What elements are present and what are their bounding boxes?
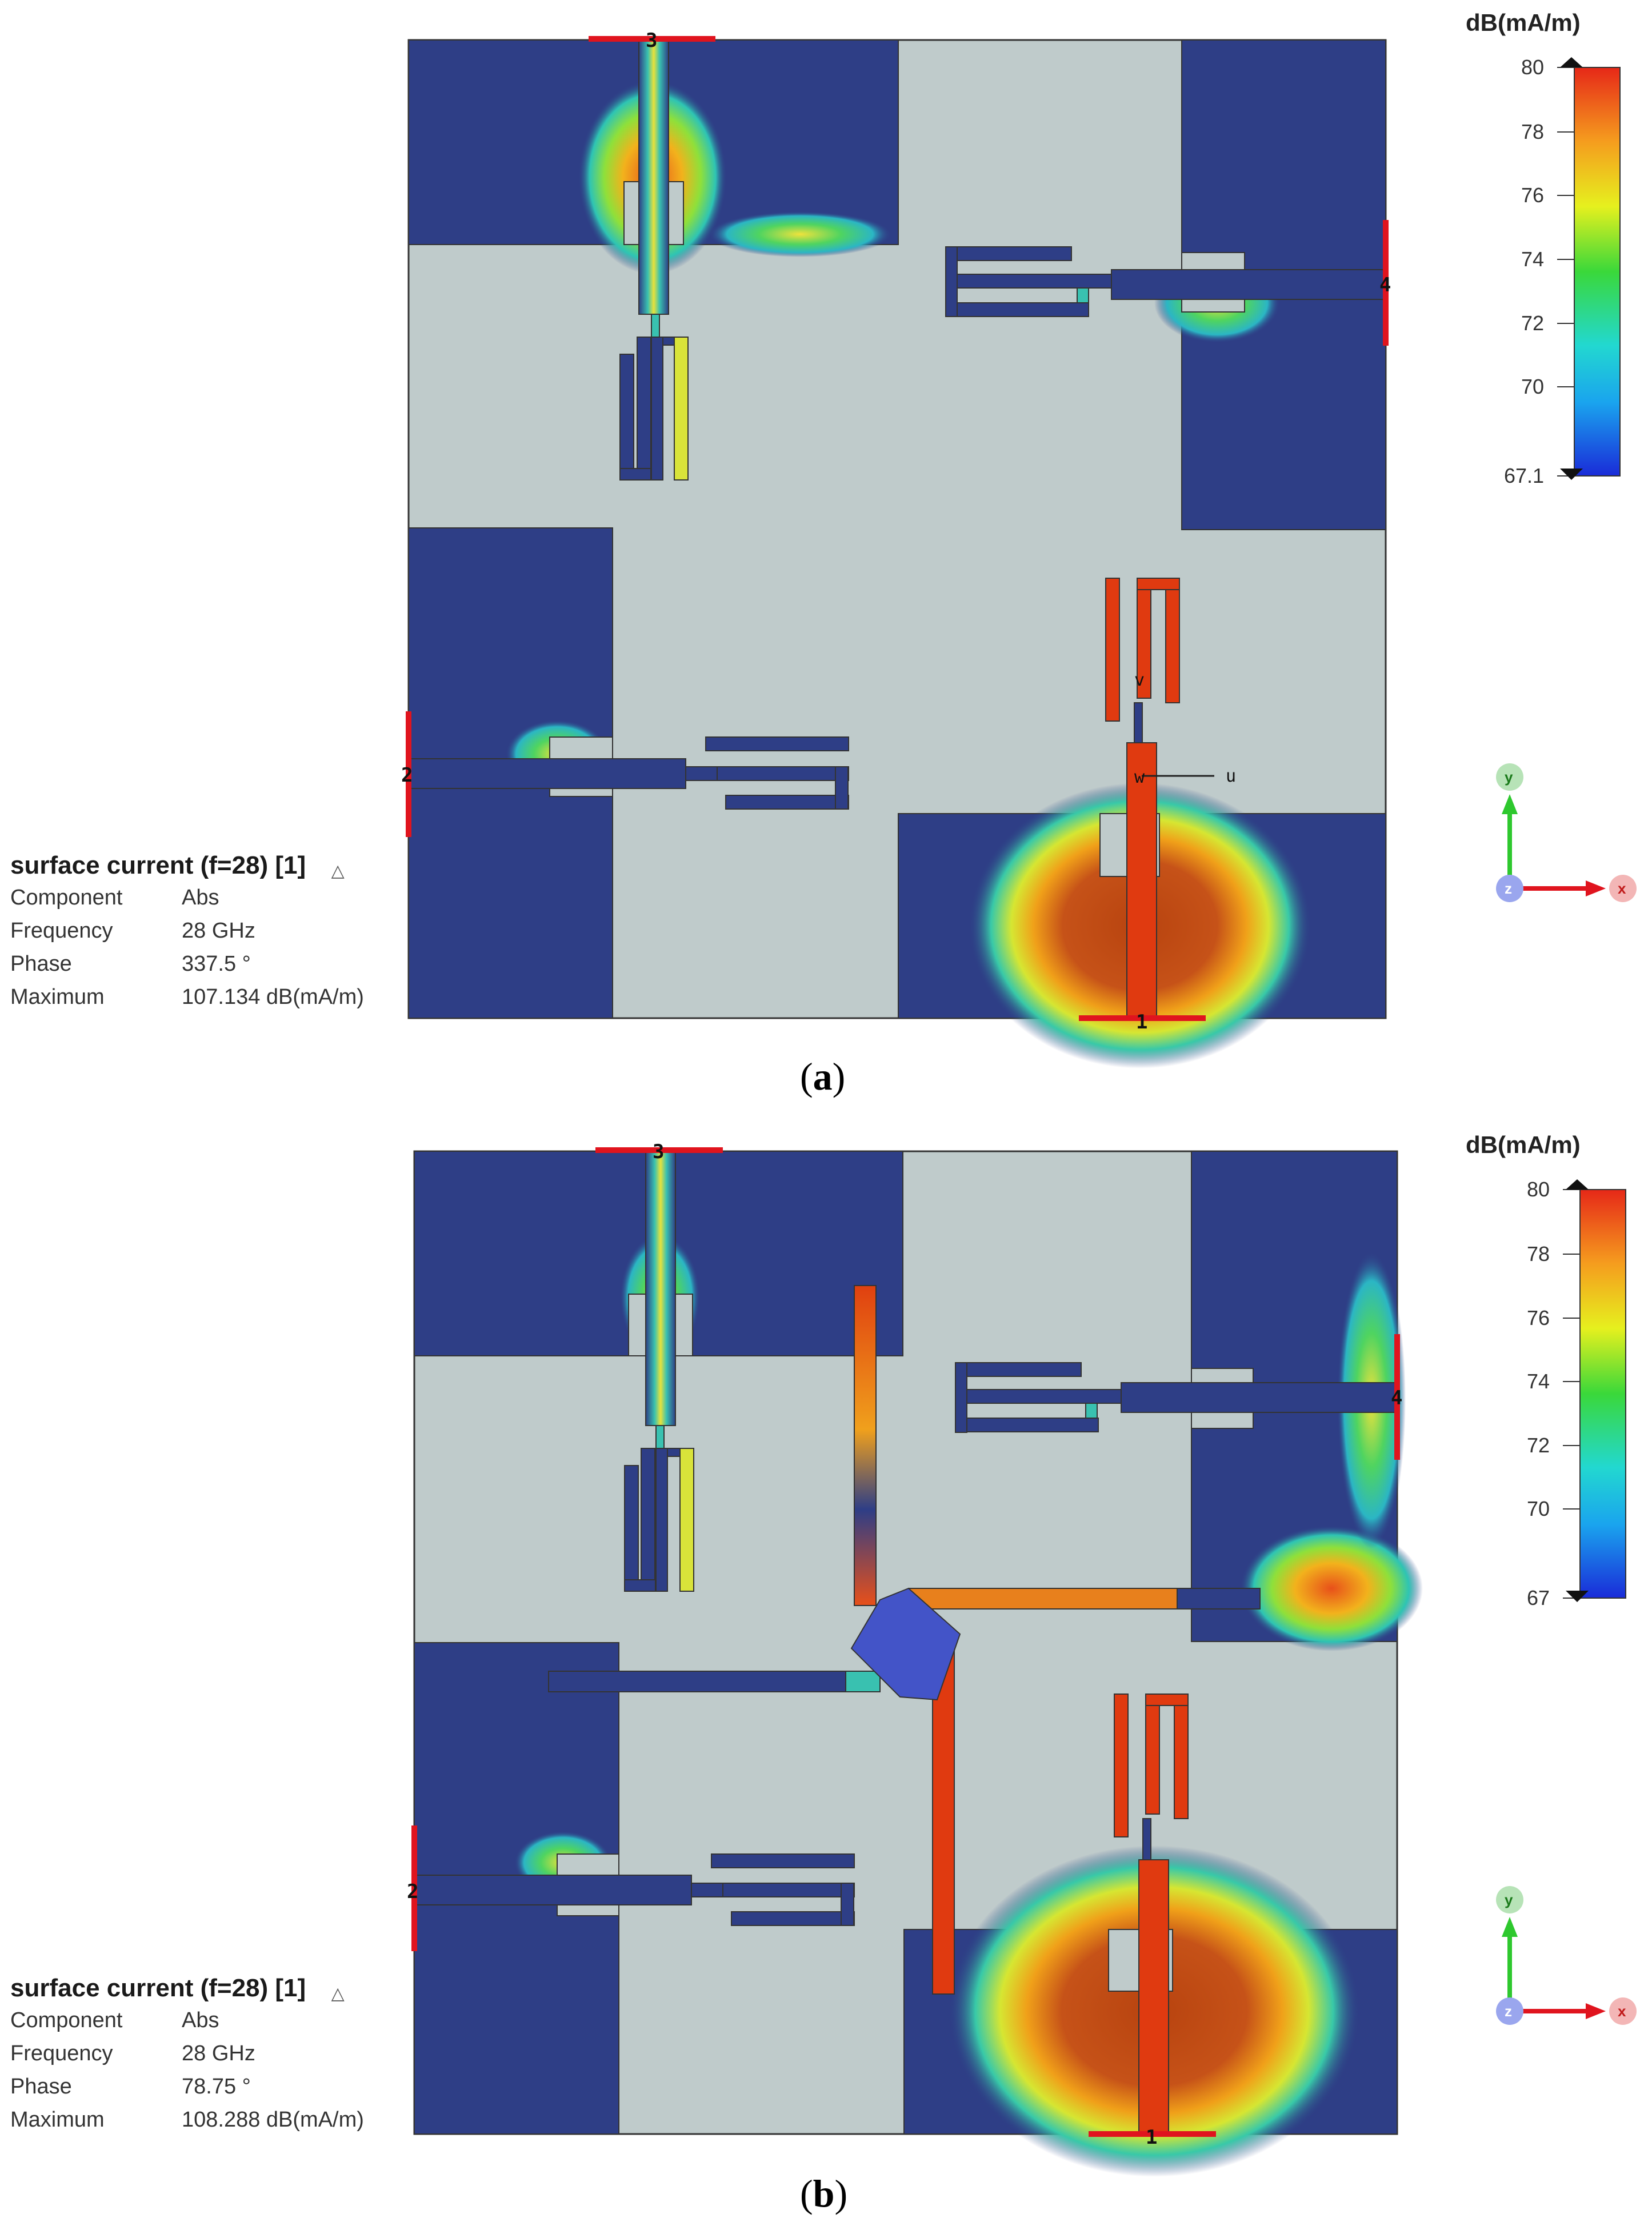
resonator-port3-b xyxy=(624,1425,694,1592)
port3-label-b: 3 xyxy=(653,1140,664,1163)
tick-72-b: 72 xyxy=(1527,1434,1550,1457)
feed-port2-a xyxy=(408,758,686,789)
tick-76-b: 76 xyxy=(1527,1306,1550,1330)
tick-74-a: 74 xyxy=(1521,247,1544,271)
axis-y-label-a: y xyxy=(1505,768,1513,786)
resonator-port1-b xyxy=(1114,1693,1189,1860)
port2-label-a: 2 xyxy=(401,764,413,787)
resonator-port4-a xyxy=(945,246,1112,317)
panel-a: 3 4 2 1 v w u 80 78 76 74 72 70 67.1 xyxy=(401,29,1637,1068)
axis-y-label-b: y xyxy=(1505,1891,1513,1908)
tick-80-b: 80 xyxy=(1527,1178,1550,1201)
legend-unit-a: dB(mA/m) xyxy=(1466,9,1581,36)
tick-78-a: 78 xyxy=(1521,120,1544,143)
collapse-chevron-icon[interactable]: △ xyxy=(331,1984,345,2004)
colorbar-max-arrow-a xyxy=(1560,57,1583,67)
port3-label-a: 3 xyxy=(646,29,657,52)
glow-port3-edge-a xyxy=(709,211,891,257)
probe-u-label-a: u xyxy=(1226,766,1236,786)
probe-v-label-a: v xyxy=(1134,670,1145,690)
axis-triad-b xyxy=(1496,1886,1637,2025)
feed-port3-a xyxy=(638,39,669,315)
colorbar-max-arrow-b xyxy=(1566,1179,1589,1190)
axis-x-label-b: x xyxy=(1618,2003,1626,2020)
feed-port1-b xyxy=(1138,1859,1169,2135)
feed-port2-b xyxy=(414,1875,692,1905)
resonator-port3-a xyxy=(619,314,689,481)
axis-triad-a xyxy=(1496,763,1637,902)
colorbar-min-arrow-a xyxy=(1560,469,1583,480)
resonator-port1-a xyxy=(1105,578,1180,743)
resonator-port2-b xyxy=(691,1853,855,1926)
feed-port3-b xyxy=(645,1151,676,1426)
colorbar-ticks-a xyxy=(1557,67,1574,477)
caption-a: (a) xyxy=(800,1055,846,1098)
legend-unit-b: dB(mA/m) xyxy=(1466,1131,1581,1158)
tick-76-a: 76 xyxy=(1521,183,1544,207)
caption-b: (b) xyxy=(800,2172,848,2215)
axis-z-label-a: z xyxy=(1505,880,1512,897)
panel-b: 3 4 2 1 80 78 76 74 72 70 67 xyxy=(407,1140,1637,2177)
probe-w-label-a: w xyxy=(1134,767,1145,787)
resonator-port4-b xyxy=(955,1362,1122,1433)
tick-80-a: 80 xyxy=(1521,55,1544,79)
hotspot-right-b xyxy=(1240,1526,1423,1651)
tick-min-a: 67.1 xyxy=(1504,464,1544,487)
tick-72-a: 72 xyxy=(1521,311,1544,335)
resonator-port2-a xyxy=(685,736,849,810)
tick-70-b: 70 xyxy=(1527,1497,1550,1520)
port4-label-a: 4 xyxy=(1379,274,1391,297)
port4-label-b: 4 xyxy=(1391,1387,1402,1410)
feed-port4-b xyxy=(1121,1382,1398,1413)
info-title-a: surface current (f=28) [1] xyxy=(10,851,306,879)
collapse-chevron-icon[interactable]: △ xyxy=(331,862,345,881)
tick-78-b: 78 xyxy=(1527,1242,1550,1266)
port1-label-b: 1 xyxy=(1146,2126,1157,2149)
tick-70-a: 70 xyxy=(1521,375,1544,398)
colorbar-min-arrow-b xyxy=(1566,1591,1589,1602)
port1-label-a: 1 xyxy=(1136,1011,1147,1034)
port2-label-b: 2 xyxy=(407,1880,418,1903)
axis-x-label-a: x xyxy=(1618,880,1626,897)
colorbar-ticks-b xyxy=(1563,1189,1580,1599)
decoupling-network-b xyxy=(548,1285,1261,1995)
colorbar-b xyxy=(1579,1189,1626,1599)
axis-z-label-b: z xyxy=(1505,2003,1512,2020)
tick-min-b: 67 xyxy=(1527,1586,1550,1610)
info-title-b: surface current (f=28) [1] xyxy=(10,1974,306,2002)
colorbar-a xyxy=(1574,67,1621,477)
tick-74-b: 74 xyxy=(1527,1370,1550,1393)
feed-port4-a xyxy=(1111,269,1386,300)
